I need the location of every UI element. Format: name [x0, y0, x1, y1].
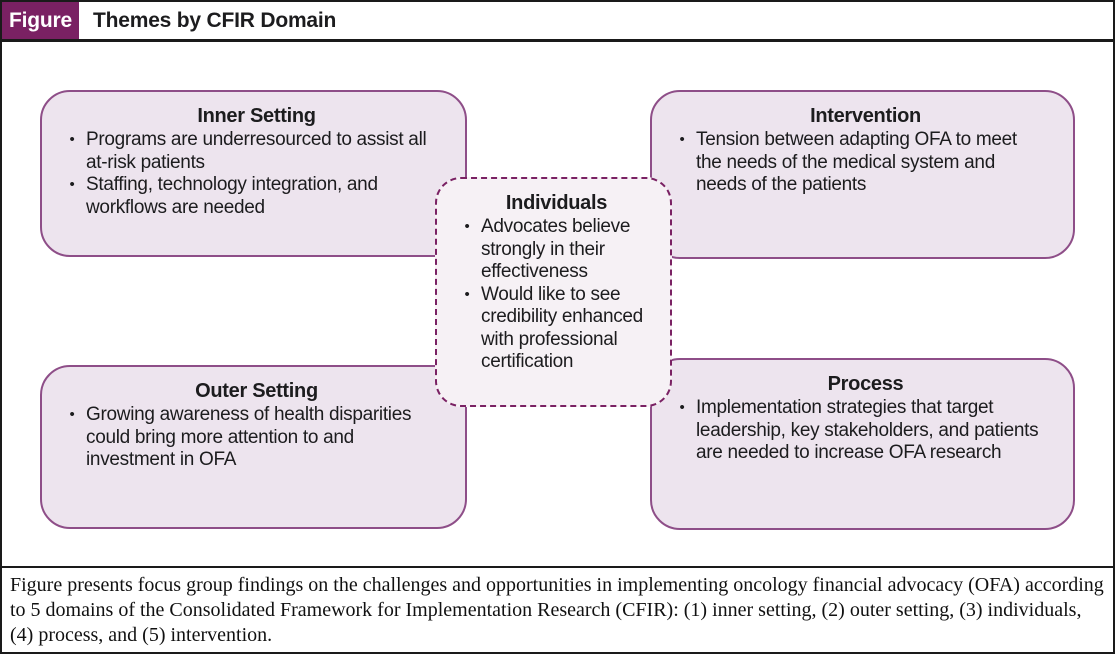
figure-caption: Figure presents focus group findings on … [2, 566, 1113, 652]
figure-caption-text: Figure presents focus group findings on … [10, 574, 1104, 646]
bullet-dot-icon [453, 284, 481, 307]
bullet-dot-icon [58, 404, 86, 427]
bullet-item: Implementation strategies that target le… [668, 397, 1063, 465]
box-inner-setting-title: Inner Setting [197, 105, 316, 127]
figure-header: Figure Themes by CFIR Domain [2, 2, 1113, 42]
bullet-dot-icon [58, 129, 86, 152]
box-process-title: Process [827, 373, 904, 395]
box-intervention-bullets: Tension between adapting OFA to meet the… [668, 129, 1063, 197]
bullet-dot-icon [668, 129, 696, 152]
box-outer-setting: Outer Setting Growing awareness of healt… [40, 365, 467, 529]
box-inner-setting-bullets: Programs are underresourced to assist al… [58, 129, 455, 219]
box-intervention: Intervention Tension between adapting OF… [650, 90, 1075, 259]
box-outer-setting-title: Outer Setting [195, 380, 318, 402]
bullet-text: Tension between adapting OFA to meet the… [696, 129, 1017, 195]
box-process: Process Implementation strategies that t… [650, 358, 1075, 530]
box-individuals-title: Individuals [505, 192, 608, 214]
bullet-item: Growing awareness of health disparities … [58, 404, 455, 472]
box-inner-setting: Inner Setting Programs are underresource… [40, 90, 467, 257]
figure-label-badge: Figure [2, 2, 79, 39]
bullet-item: Would like to see credibility enhanced w… [453, 284, 660, 374]
bullet-text: Implementation strategies that target le… [696, 397, 1039, 463]
box-outer-setting-bullets: Growing awareness of health disparities … [58, 404, 455, 472]
bullet-text: Would like to see credibility enhanced w… [481, 283, 643, 373]
bullet-item: Advocates believe strongly in their effe… [453, 216, 660, 284]
bullet-item: Staffing, technology integration, and wo… [58, 174, 455, 219]
bullet-text: Growing awareness of health disparities … [86, 404, 412, 470]
box-individuals-bullets: Advocates believe strongly in their effe… [453, 216, 660, 374]
box-individuals: Individuals Advocates believe strongly i… [435, 177, 672, 407]
cfir-diagram: Inner Setting Programs are underresource… [2, 42, 1113, 565]
box-intervention-title: Intervention [810, 105, 921, 127]
figure-title: Themes by CFIR Domain [93, 8, 337, 32]
bullet-dot-icon [453, 216, 481, 239]
bullet-item: Tension between adapting OFA to meet the… [668, 129, 1063, 197]
bullet-text: Advocates believe strongly in their effe… [481, 216, 631, 282]
bullet-dot-icon [58, 174, 86, 197]
bullet-dot-icon [668, 397, 696, 420]
bullet-text: Programs are underresourced to assist al… [86, 129, 427, 173]
box-process-bullets: Implementation strategies that target le… [668, 397, 1063, 465]
bullet-text: Staffing, technology integration, and wo… [86, 174, 378, 218]
bullet-item: Programs are underresourced to assist al… [58, 129, 455, 174]
